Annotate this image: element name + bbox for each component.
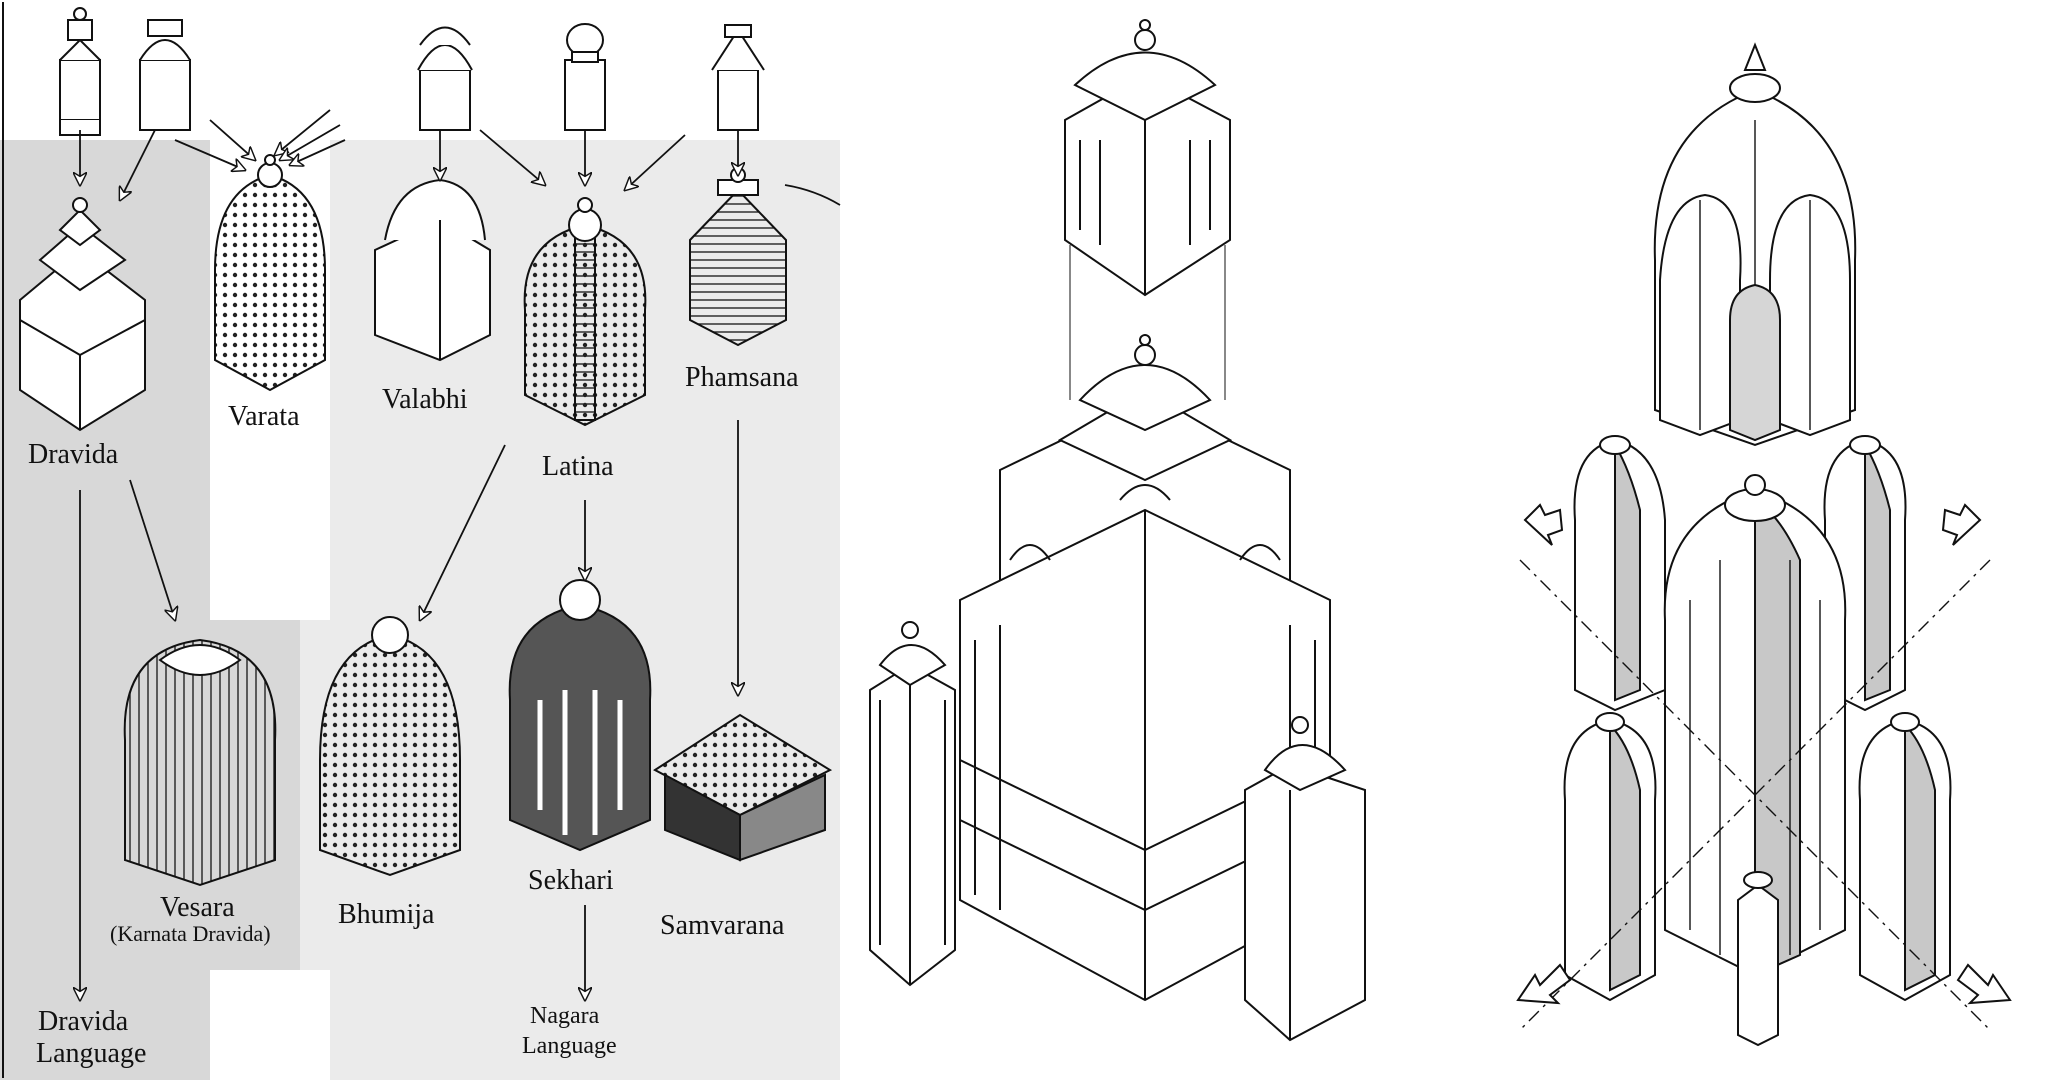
- label-nagara-language-line2: Language: [522, 1033, 617, 1059]
- label-samvarana: Samvarana: [660, 910, 785, 941]
- samvarana-temple: [653, 713, 833, 862]
- label-nagara-language-line1: Nagara: [530, 1003, 600, 1029]
- label-phamsana: Phamsana: [685, 362, 799, 393]
- label-valabhi: Valabhi: [382, 384, 468, 415]
- direction-arrows: [1516, 503, 2012, 1005]
- pavilion-2: [139, 19, 191, 131]
- evolution-arrows: [80, 109, 841, 1000]
- right-corner-pavilion: [1244, 716, 1366, 1042]
- sekhari-temple: [508, 579, 652, 852]
- label-vesara: Vesara: [160, 892, 235, 923]
- pavilion-3: [417, 26, 473, 131]
- label-vesara-sub: (Karnata Dravida): [110, 921, 271, 946]
- main-tower: [959, 334, 1331, 1002]
- left-corner-pavilion: [869, 621, 956, 987]
- top-unit: [1064, 19, 1231, 297]
- center-temple-drawing: [869, 19, 1366, 1042]
- latina-temple: [523, 197, 647, 427]
- label-dravida: Dravida: [28, 439, 119, 470]
- label-dravida-language-line1: Dravida: [38, 1006, 129, 1037]
- label-sekhari: Sekhari: [528, 865, 614, 896]
- right-temple-drawings: [1516, 42, 2012, 1047]
- explosion-axes: [1519, 559, 1991, 1031]
- varata-temple: [214, 154, 326, 392]
- bhumija-temple: [319, 616, 461, 877]
- composite-shikhara-top: [1653, 42, 1857, 447]
- label-latina: Latina: [542, 451, 614, 482]
- pavilion-4: [564, 23, 606, 131]
- temple-icons: [19, 154, 833, 887]
- dravida-temple: [19, 197, 146, 432]
- label-varata: Varata: [228, 401, 300, 432]
- pavilion-1: [59, 7, 101, 136]
- pavilion-5: [711, 24, 765, 131]
- valabhi-temple: [374, 178, 491, 362]
- top-pavilions: [59, 7, 765, 136]
- label-dravida-language-line2: Language: [36, 1038, 147, 1069]
- exploded-shikharas: [1563, 435, 1952, 1047]
- label-bhumija: Bhumija: [338, 899, 435, 930]
- vesara-temple: [123, 638, 277, 887]
